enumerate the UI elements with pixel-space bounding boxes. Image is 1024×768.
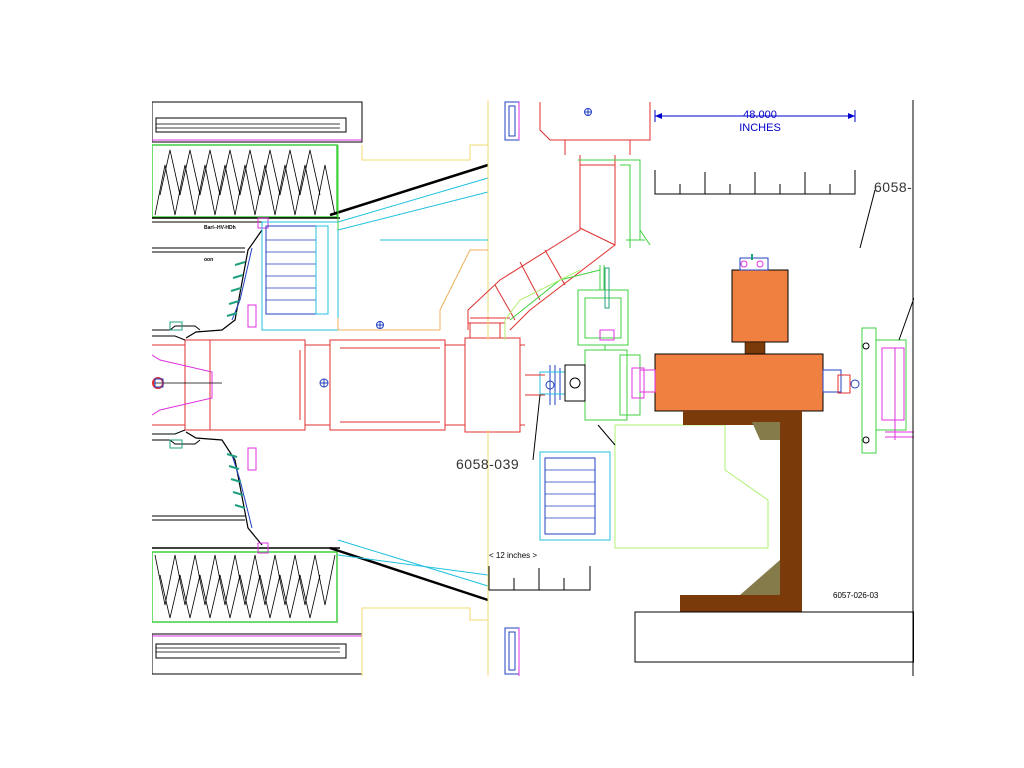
detail-text-2: oon (204, 257, 214, 263)
callout-6058-right: 6058- (874, 179, 913, 195)
lower-housing (597, 424, 769, 549)
upper-cone (329, 100, 489, 340)
brown-support-stand (680, 411, 802, 612)
drawing-number: 6057-026-03 (833, 591, 879, 600)
title-block (634, 611, 914, 663)
center-light-green-frame (504, 269, 581, 340)
upper-blue-block (261, 221, 339, 331)
scale-ruler-top (654, 170, 856, 195)
orange-magnet (639, 254, 842, 412)
interaction-point (152, 354, 329, 416)
callout-leaders (532, 189, 876, 461)
lower-detector-segments (185, 431, 269, 554)
coil-hatching (154, 164, 336, 216)
central-device-details (525, 267, 645, 405)
right-flange-assembly (837, 297, 914, 454)
lower-blue-block (539, 451, 611, 541)
dimension-unit: INCHES (739, 122, 781, 134)
callout-6058-039: 6058-039 (456, 456, 520, 472)
engineering-drawing: 48.000 INCHES < 12 inches > 6058-039 605… (152, 100, 914, 676)
lower-coil-assembly (152, 515, 363, 675)
lower-cone (329, 430, 489, 676)
dimension-value: 48.000 (743, 109, 777, 121)
elbow-pipe (467, 155, 616, 331)
scale-ruler-12-inches (488, 566, 591, 591)
upper-detector-segments (185, 217, 269, 339)
detail-text-1: Barl--HV-HDh (204, 225, 236, 231)
top-center-supports (504, 101, 651, 676)
upper-coil-assembly (152, 101, 363, 253)
drawing-canvas (152, 100, 914, 676)
scale-label: < 12 inches > (489, 551, 538, 560)
ip-flanges (152, 321, 201, 449)
dimension-48-inches (654, 110, 856, 122)
central-green-device (577, 265, 641, 421)
beam-line (152, 322, 525, 433)
